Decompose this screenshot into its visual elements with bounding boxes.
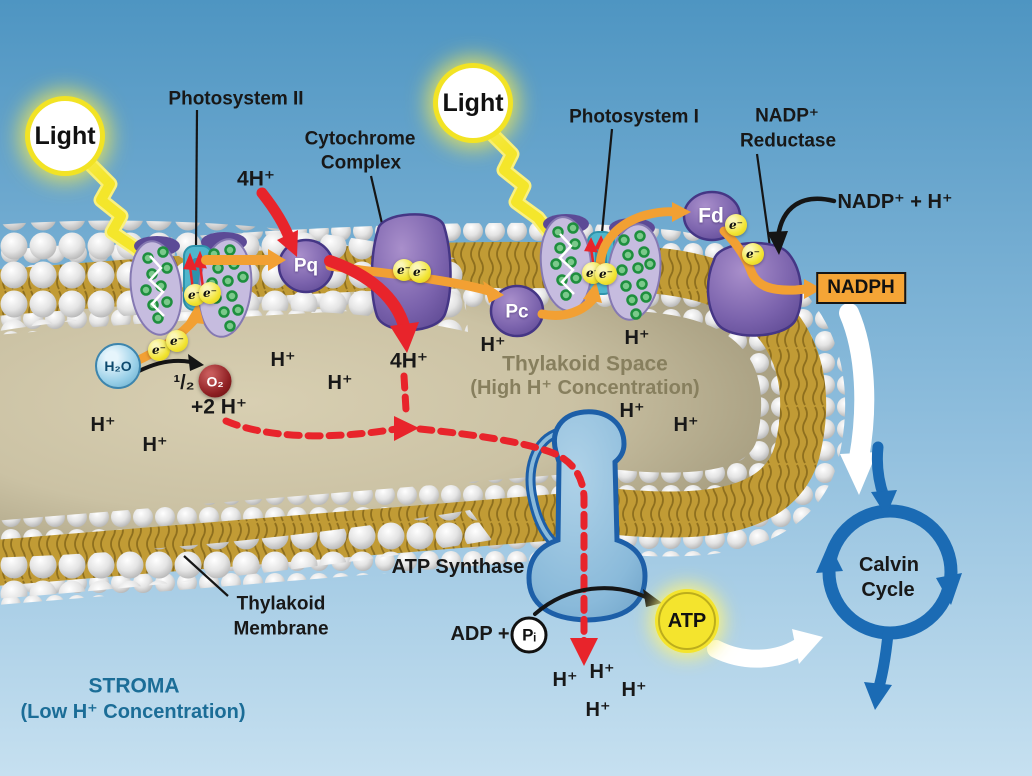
calvin-cycle-label-line2: Cycle [861, 579, 915, 601]
electron-label: e⁻ [203, 286, 217, 300]
outer-lipid-head-mass-bottom [0, 510, 492, 599]
pc-label: Pc [505, 301, 529, 323]
electron-label: e⁻ [170, 334, 184, 348]
adp-plus-label: ADP + [450, 623, 510, 645]
light-ray-icons [84, 128, 560, 266]
black-arrowheads [188, 231, 788, 607]
electron-label: e⁻ [599, 267, 613, 281]
electron-label: e⁻ [397, 263, 411, 277]
reductase-label-line2: Reductase [739, 130, 837, 152]
h-plus-label: H⁺ [142, 434, 168, 456]
atp-label: ATP [667, 609, 707, 632]
four-h-label-top: 4H⁺ [237, 167, 275, 191]
electron-label: e⁻ [188, 288, 202, 302]
stroma-label-line1: STROMA [88, 674, 180, 698]
electron-badge: e⁻ [409, 261, 431, 283]
nadp-reductase-graphic [706, 241, 803, 337]
light-source-1: Light [30, 101, 100, 171]
calvin-cycle-label-line1: Calvin [858, 554, 920, 576]
electron-badge: e⁻ [148, 339, 170, 361]
electron-badge: e⁻ [742, 243, 764, 265]
oxygen-badge: O₂ [198, 364, 232, 398]
h-plus-label: H⁺ [621, 679, 647, 701]
cytochrome-label-line2: Complex [320, 152, 402, 174]
reductase-label-line1: NADP⁺ [755, 105, 819, 127]
atp-badge: ATP [658, 592, 716, 650]
white-product-arrows [707, 303, 875, 668]
electron-flow-arrowheads [186, 202, 822, 324]
electron-badge: e⁻ [166, 330, 188, 352]
electron-label: e⁻ [746, 247, 760, 261]
h-plus-label: H⁺ [585, 699, 611, 721]
stroma-label-line2: (Low H⁺ Concentration) [20, 701, 246, 723]
four-h-label-mid: 4H⁺ [390, 349, 428, 373]
photosystem2-graphic [129, 232, 253, 338]
h-plus-label: H⁺ [624, 327, 650, 349]
thylakoid-membrane-label-line2: Membrane [233, 618, 329, 640]
h-plus-label: H⁺ [327, 372, 353, 394]
thylakoid-membrane-label-line1: Thylakoid [236, 593, 326, 615]
proton-gradient-path [222, 372, 588, 645]
pi-badge: Pᵢ [510, 616, 548, 654]
plus-two-h-label: +2 H⁺ [190, 395, 248, 419]
light-label-2: Light [442, 88, 504, 117]
proton-input-arrowheads [277, 230, 419, 353]
h-plus-label: H⁺ [673, 414, 699, 436]
calvin-cycle-graphic [816, 441, 962, 710]
nadph-box: NADPH [816, 272, 906, 304]
oxygen-label: O₂ [206, 373, 224, 389]
electron-badge: e⁻ [199, 282, 221, 304]
thylakoid-space-label-line2: (High H⁺ Concentration) [470, 377, 700, 399]
electron-label: e⁻ [729, 218, 743, 232]
h-plus-label: H⁺ [589, 661, 615, 683]
proton-gradient-arrowheads [394, 416, 598, 666]
pi-label: Pᵢ [522, 625, 536, 644]
light-label-1: Light [34, 121, 96, 150]
h-plus-label: H⁺ [480, 334, 506, 356]
cytochrome-label-line1: Cytochrome [304, 128, 416, 150]
photosystem2-label: Photosystem II [168, 88, 304, 110]
light-source-2: Light [438, 68, 508, 138]
h-plus-label: H⁺ [270, 349, 296, 371]
black-arrows [137, 196, 837, 616]
water-label: H₂O [104, 358, 132, 374]
atp-synthase-label: ATP Synthase [391, 556, 525, 578]
h-plus-label: H⁺ [552, 669, 578, 691]
electron-badge: e⁻ [725, 214, 747, 236]
fd-label: Fd [698, 204, 724, 228]
h-plus-label: H⁺ [90, 414, 116, 436]
thylakoid-space-label-line1: Thylakoid Space [502, 352, 668, 376]
nadp-plus-h-label: NADP⁺ + H⁺ [837, 191, 953, 213]
water-badge: H₂O [95, 343, 141, 389]
half-label: ¹/₂ [173, 372, 195, 394]
electron-badge: e⁻ [595, 263, 617, 285]
electron-label: e⁻ [413, 265, 427, 279]
h-plus-label: H⁺ [619, 400, 645, 422]
pq-label: Pq [293, 255, 319, 277]
photosystem1-label: Photosystem I [569, 106, 699, 128]
electron-label: e⁻ [152, 343, 166, 357]
white-product-arrowheads [792, 452, 877, 664]
